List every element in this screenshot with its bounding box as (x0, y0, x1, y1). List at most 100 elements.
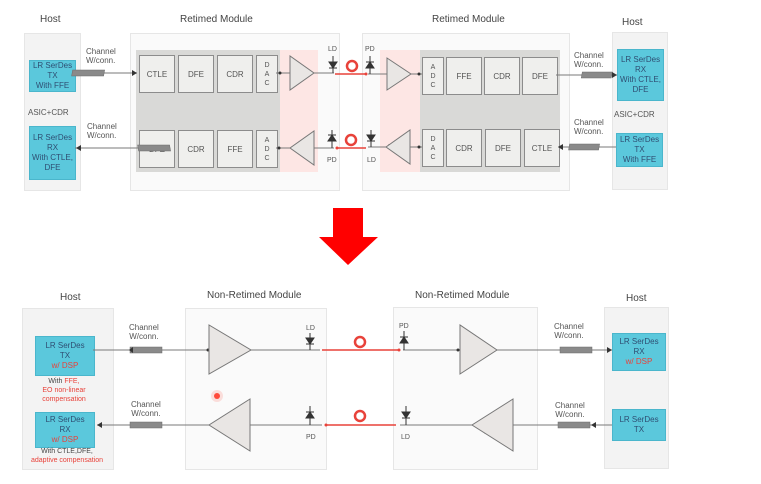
bottom-left-pd-label: PD (306, 434, 316, 441)
top-right-rx-block-dfe: DFE (522, 57, 558, 95)
serdes-label: RX (46, 143, 59, 152)
adc-letter: A (264, 136, 270, 144)
serdes-label: LR SerDes (619, 415, 659, 424)
dac-letter: A (430, 144, 436, 152)
dac-letter: A (264, 70, 270, 78)
channel-label-line: Channel (87, 122, 117, 131)
top-left-rx-block-dfe: DFE (139, 130, 175, 168)
top-right-tx-block-ctle: CTLE (524, 129, 560, 167)
transition-arrow-icon (319, 208, 378, 265)
dac-letter: D (430, 135, 436, 143)
serdes-label: With CTLE, (620, 75, 661, 84)
serdes-label: With FFE (622, 155, 657, 164)
bottom-left-tia-label: TIA + EQ (228, 412, 246, 430)
serdes-label: RX (633, 347, 645, 356)
top-right-ld-label: LD (367, 157, 376, 164)
bottom-left-tx-note: With FFE, EO non-linear compensation (33, 377, 95, 404)
top-right-host-title: Host (622, 17, 643, 28)
channel-label-line: W/conn. (555, 410, 585, 419)
arrowhead-icon (591, 422, 596, 428)
adc-letter: D (264, 145, 270, 153)
top-right-tia-label: TIA (389, 72, 400, 79)
serdes-label: TX (47, 71, 58, 80)
note-text: With CTLE,DFE, (41, 448, 93, 455)
bottom-left-host-title: Host (60, 292, 81, 303)
top-left-tx-block-dac: D A C (256, 55, 278, 93)
top-left-ld-label: LD (328, 46, 337, 53)
fiber-coil-icon (353, 335, 367, 349)
top-right-host-tx-serdes: LR SerDes TX With FFE (616, 133, 663, 167)
serdes-label: TX (59, 351, 71, 360)
dac-letter: D (264, 61, 270, 69)
note-text: compensation (42, 396, 86, 403)
top-left-rx-block-cdr: CDR (178, 130, 214, 168)
serdes-label: LR SerDes (619, 337, 659, 346)
bottom-right-host-rx-serdes: LR SerDes RX w/ DSP (612, 333, 666, 371)
note-text: , (77, 378, 80, 385)
top-left-tx-block-cdr: CDR (217, 55, 253, 93)
channel-label-line: Channel (129, 323, 159, 332)
serdes-label: LR SerDes (32, 133, 73, 142)
serdes-label: TX (634, 145, 645, 154)
top-left-tx-block-ctle: CTLE (139, 55, 175, 93)
top-right-rx-block-cdr: CDR (484, 57, 520, 95)
bottom-left-host-rx-serdes: LR SerDes RX w/ DSP (35, 412, 95, 448)
top-left-rx-block-adc: A D C (256, 130, 278, 168)
top-left-driver-label: Driver (289, 70, 308, 77)
top-right-driver-label: Driver (388, 144, 407, 151)
serdes-label: TX (633, 425, 645, 434)
bottom-right-ld-label: LD (401, 434, 410, 441)
serdes-label: DFE (632, 85, 649, 94)
bottom-right-host-title: Host (626, 293, 647, 304)
serdes-label: With CTLE, (32, 153, 73, 162)
note-text: adaptive compensation (31, 457, 103, 464)
serdes-label: w/ DSP (51, 435, 79, 444)
bottom-left-host-tx-serdes: LR SerDes TX w/ DSP (35, 336, 95, 376)
fiber-coil-icon (344, 133, 358, 147)
top-left-rx-channel-label: Channel W/conn. (87, 122, 117, 140)
adc-letter: C (430, 81, 436, 89)
channel-label-line: Channel (574, 118, 604, 127)
bottom-right-rx-channel-label: Channel W/conn. (554, 322, 584, 340)
dac-letter: C (264, 79, 270, 87)
channel-label-line: Channel (574, 51, 604, 60)
serdes-label: LR SerDes (45, 341, 85, 350)
serdes-label: DFE (44, 163, 61, 172)
serdes-label: LR SerDes (32, 61, 73, 70)
amp-label-line: + CTLE (210, 347, 238, 356)
top-right-tx-block-cdr: CDR (446, 129, 482, 167)
note-highlight: FFE (64, 378, 78, 385)
adc-letter: D (430, 72, 436, 80)
bottom-right-host-panel (604, 307, 669, 469)
bottom-left-rx-note: With CTLE,DFE, adaptive compensation (22, 447, 112, 465)
top-left-host-title: Host (40, 14, 61, 25)
channel-label-line: W/conn. (129, 332, 159, 341)
top-right-tx-block-dfe: DFE (485, 129, 521, 167)
note-text: With (48, 378, 65, 385)
bottom-right-tx-channel-label: Channel W/conn. (555, 401, 585, 419)
bottom-right-host-tx-serdes: LR SerDes TX (612, 409, 666, 441)
bottom-right-driver-label: Driver + CTLE (482, 418, 509, 436)
top-right-rx-channel-label: Channel W/conn. (574, 51, 604, 69)
channel-label-line: Channel (86, 47, 116, 56)
bottom-right-pd-label: PD (399, 323, 409, 330)
amp-label-line: + EQ (228, 421, 247, 430)
top-left-host-tx-serdes: LR SerDes TX With FFE (29, 60, 76, 92)
bottom-left-rx-channel-label: Channel W/conn. (131, 400, 161, 418)
top-left-asic-label: ASIC+CDR (28, 108, 69, 117)
channel-label-line: Channel (131, 400, 161, 409)
top-left-rx-block-ffe: FFE (217, 130, 253, 168)
top-right-rx-block-adc: A D C (422, 57, 444, 95)
top-left-tx-block-dfe: DFE (178, 55, 214, 93)
amp-label-line: Driver (482, 418, 504, 427)
bottom-left-ld-label: LD (306, 325, 315, 332)
top-left-tia-label: TIA (297, 144, 308, 151)
serdes-label: RX (634, 65, 647, 74)
top-right-rx-block-ffe: FFE (446, 57, 482, 95)
channel-label-line: W/conn. (554, 331, 584, 340)
bottom-right-tia-label: TIA + EQ (466, 338, 484, 356)
channel-label-line: W/conn. (131, 409, 161, 418)
bottom-right-module-panel (393, 307, 538, 470)
top-left-host-rx-serdes: LR SerDes RX With CTLE, DFE (29, 126, 76, 180)
serdes-label: w/ DSP (51, 361, 79, 370)
